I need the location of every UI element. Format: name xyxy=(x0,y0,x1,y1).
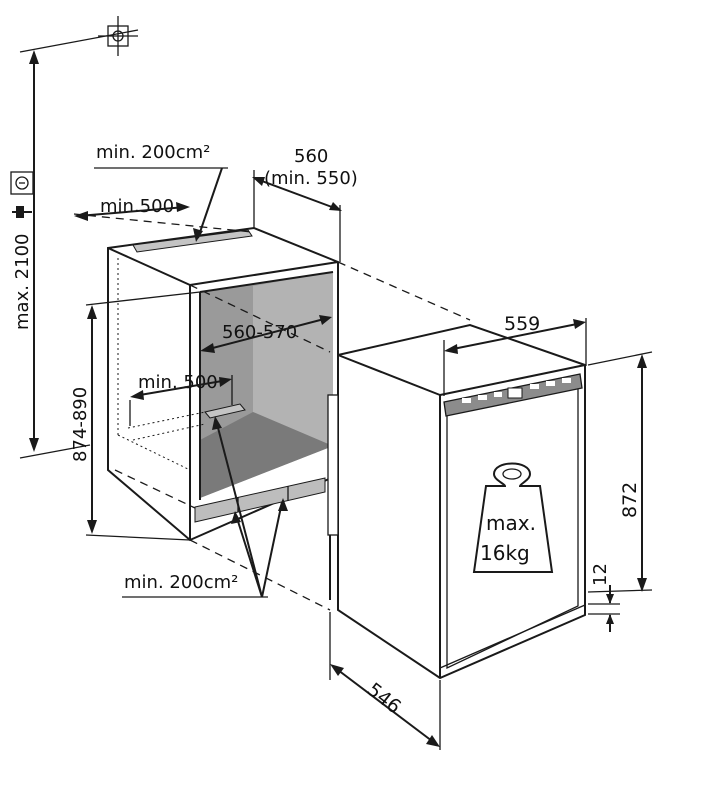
min-depth-top-dimension xyxy=(74,202,190,221)
niche-height-label: 874-890 xyxy=(70,387,91,462)
min-depth-floor-label: min. 500 xyxy=(138,372,218,393)
appliance-height-label: 872 xyxy=(619,482,641,518)
max-height-dimension xyxy=(29,50,39,452)
projection-lines xyxy=(73,213,471,611)
control-buttons xyxy=(462,378,571,403)
power-socket-icon xyxy=(10,171,34,195)
appliance-depth-dimension xyxy=(329,612,441,750)
niche-width-label: 560 xyxy=(294,146,328,167)
vent-top-leader xyxy=(197,167,223,239)
plinth-gap-dimension xyxy=(588,585,620,632)
weight-value-label: 16kg xyxy=(480,541,530,565)
door-hinge xyxy=(327,394,339,536)
inner-width-dimension xyxy=(200,315,332,353)
appliance-width-label: 559 xyxy=(504,313,540,335)
appliance-depth-label: 546 xyxy=(363,679,405,719)
appliance xyxy=(327,323,586,680)
niche-floor xyxy=(200,412,333,498)
niche-height-dimension xyxy=(85,291,201,541)
niche-width-min-label: (min. 550) xyxy=(264,168,358,189)
min-depth-floor-dimension xyxy=(129,375,233,426)
wall-anchor-icon xyxy=(98,16,138,56)
appliance-width-dimension xyxy=(443,318,587,396)
appliance-height-dimension xyxy=(587,351,653,593)
vent-bottom-label: min. 200cm² xyxy=(124,572,238,593)
max-height-label: max. 2100 xyxy=(12,234,33,330)
plinth-gap-label: 12 xyxy=(590,563,611,586)
inner-width-label: 560-570 xyxy=(222,322,297,343)
niche-width-dimension xyxy=(252,170,342,262)
vent-top-label: min. 200cm² xyxy=(96,142,210,163)
niche-cabinet xyxy=(107,226,339,542)
weight-icon xyxy=(472,462,554,573)
weight-max-label: max. xyxy=(486,511,536,535)
plug-icon xyxy=(12,206,32,218)
vent-bottom-leaders xyxy=(212,416,288,598)
